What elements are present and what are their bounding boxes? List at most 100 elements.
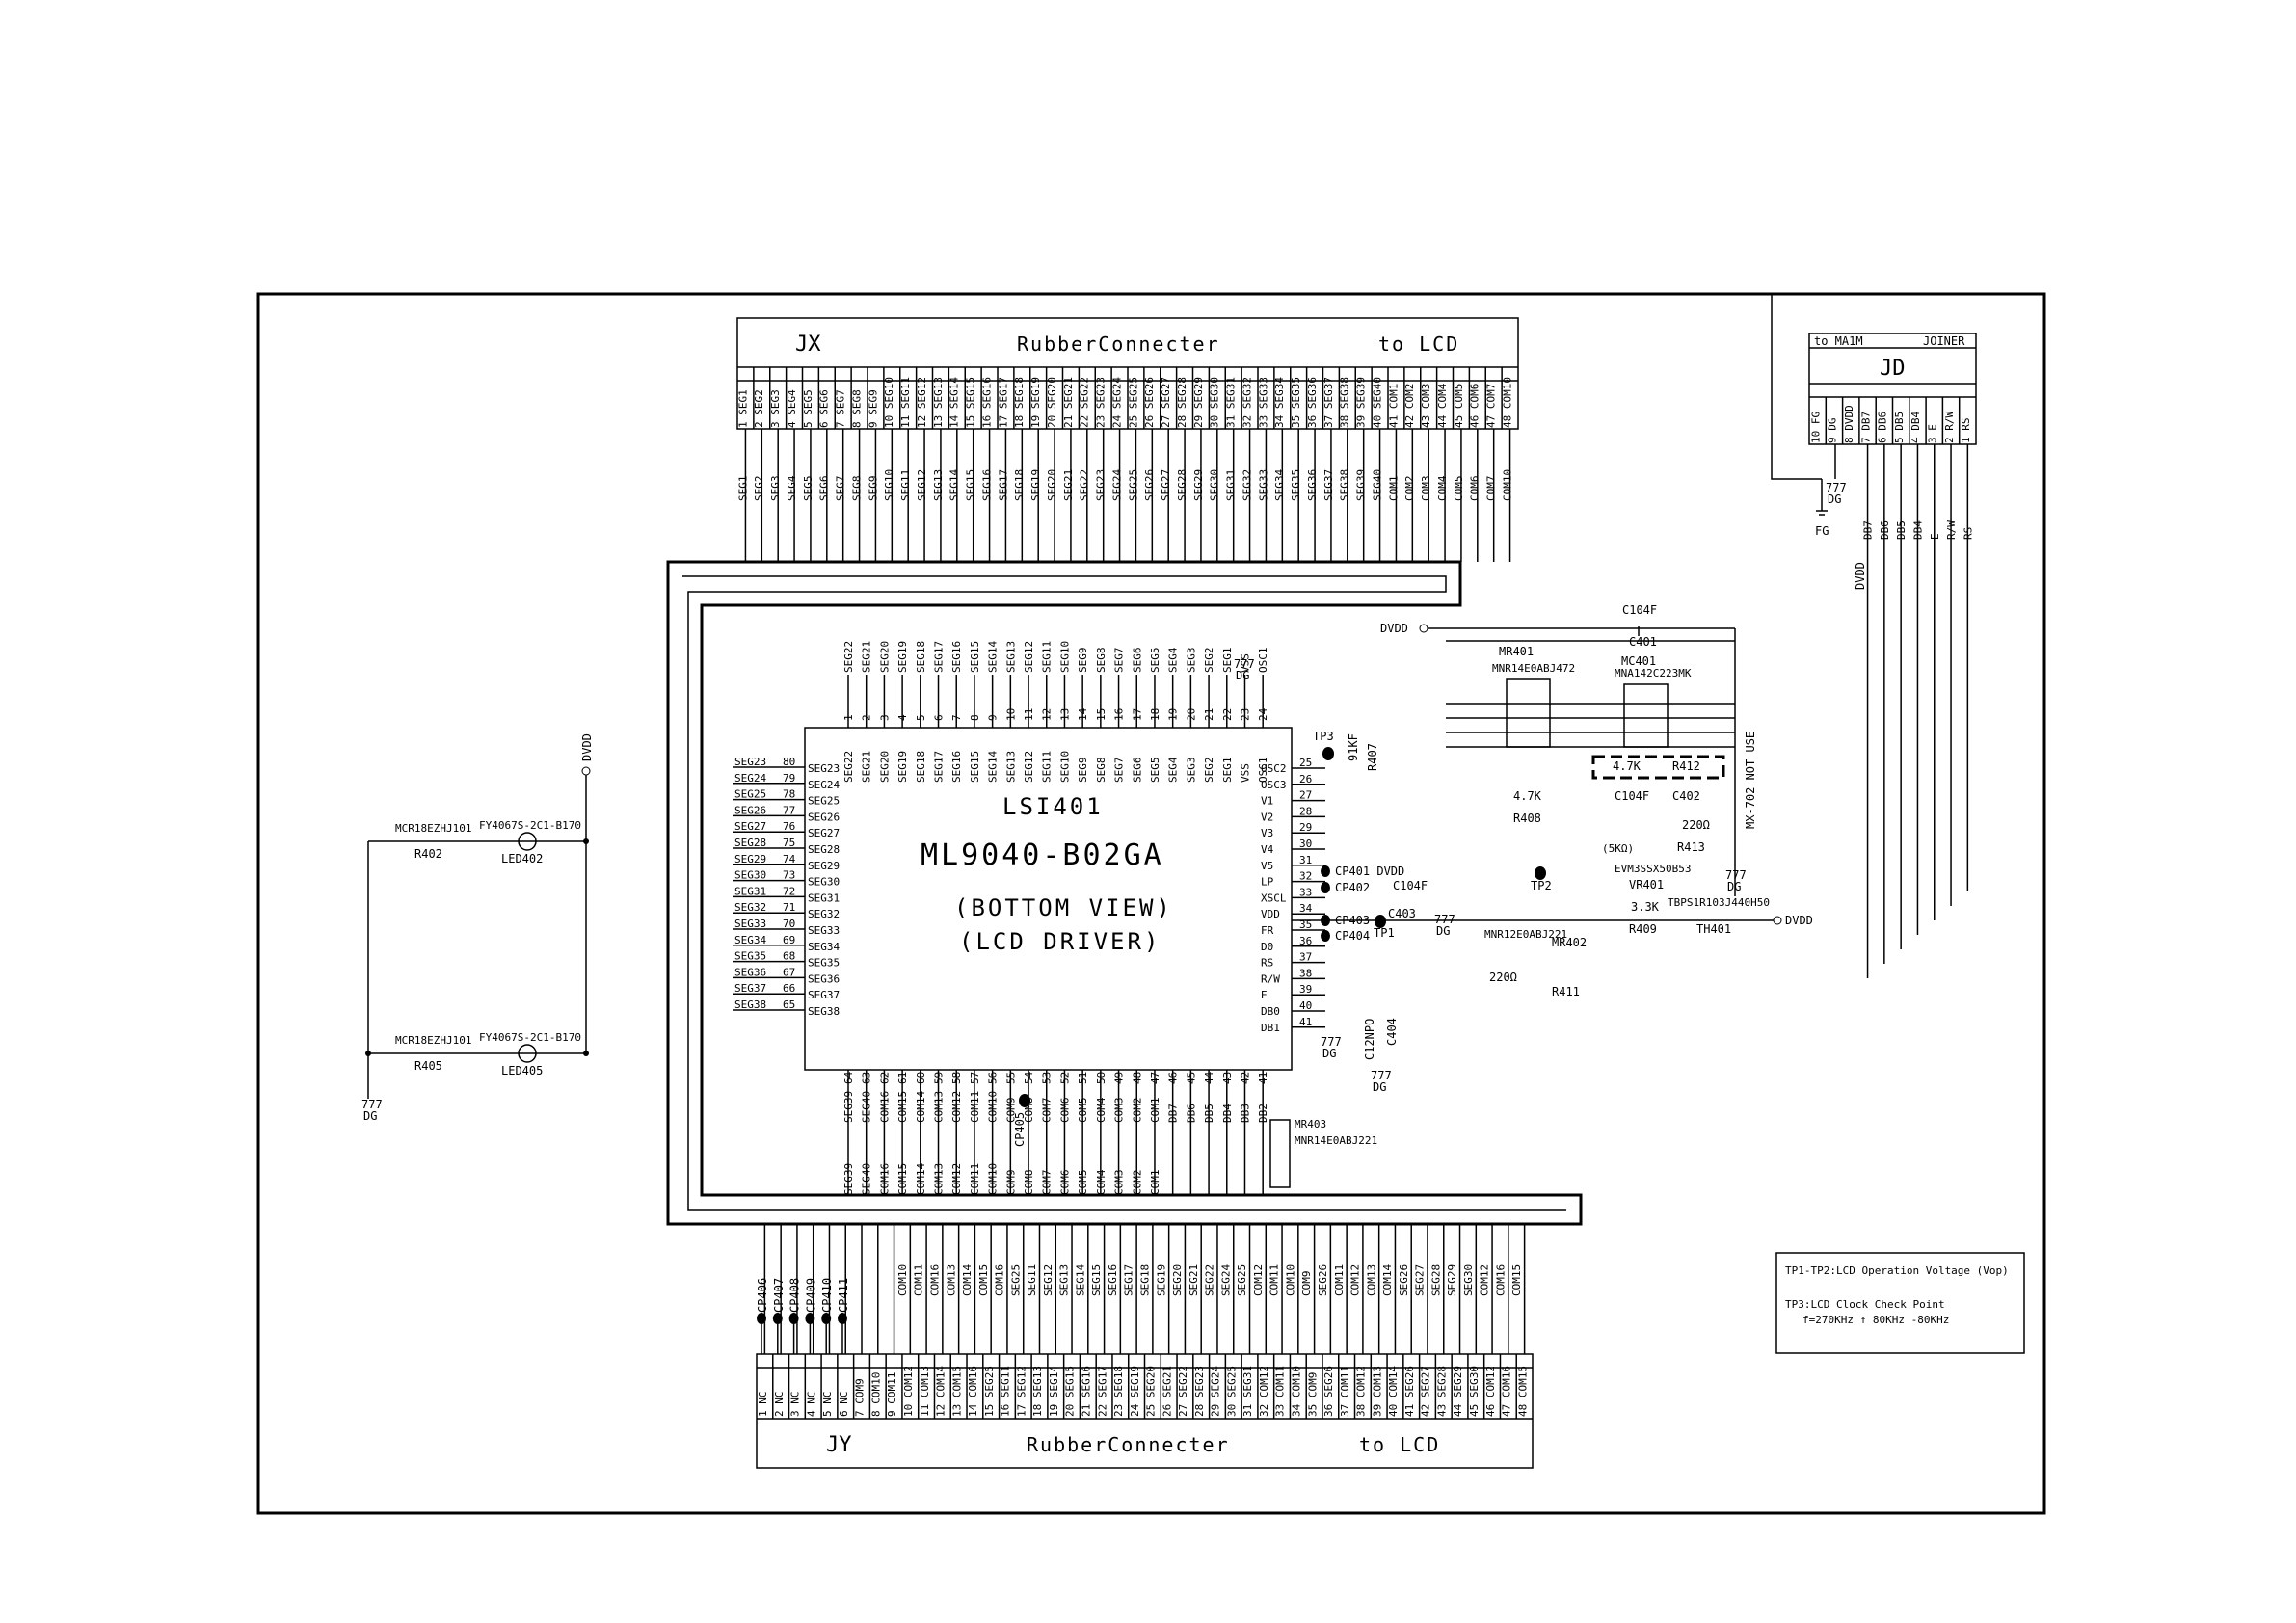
lsi-top-num-4: 4 xyxy=(896,714,909,721)
tp2-label: TP2 xyxy=(1531,879,1552,892)
cp-jy-marker-2 xyxy=(772,1313,783,1324)
jy-pin-19: 19 SEG14 xyxy=(1048,1366,1060,1417)
cp401-label: CP401 DVDD xyxy=(1335,865,1404,878)
jx-wire-label-32: SEG32 xyxy=(1241,469,1253,501)
lsi-bottom-pin-50: COM4 xyxy=(1095,1097,1108,1123)
lsi-top-num-20: 20 xyxy=(1185,708,1197,721)
lsi-top-net-16: SEG7 xyxy=(1113,648,1126,674)
jd-pin-1: 1 RS xyxy=(1960,418,1972,444)
jy-wire-label-38: COM16 xyxy=(1494,1264,1507,1296)
vr401-part: EVM3SSX50B53 xyxy=(1615,863,1691,875)
jx-wire-label-25: SEG25 xyxy=(1127,469,1139,501)
lsi-top-net-14: SEG9 xyxy=(1077,648,1089,674)
jd-to-ma1m: to MA1M xyxy=(1814,334,1863,348)
jx-wire-label-37: SEG37 xyxy=(1322,469,1335,501)
lsi-left-pin-74: SEG29 xyxy=(808,860,840,872)
jy-pin-23: 23 SEG18 xyxy=(1112,1366,1125,1417)
th401-part: TBPS1R103J440H50 xyxy=(1668,896,1770,909)
jx-pin-1: 1 SEG1 xyxy=(736,389,749,428)
jy-wire-label-3: COM16 xyxy=(928,1264,941,1296)
jx-wire-label-34: SEG34 xyxy=(1273,469,1286,501)
lsi-left-num-66: 66 xyxy=(783,982,795,995)
lsi-bottom-pin-60: COM14 xyxy=(915,1091,927,1123)
jy-wire-label-4: COM13 xyxy=(945,1264,957,1296)
lsi-right-num-40: 40 xyxy=(1299,999,1312,1012)
cp405-label: CP405 xyxy=(1013,1112,1027,1147)
jx-pin-45: 45 COM5 xyxy=(1453,384,1465,428)
jx-pin-23: 23 SEG23 xyxy=(1095,377,1108,428)
lsi-bottom-num-58: 58 xyxy=(950,1072,963,1084)
c401-part: C104F xyxy=(1622,603,1657,617)
lsi-bottom-pin-63: SEG40 xyxy=(861,1091,873,1123)
jy-pin-32: 32 COM12 xyxy=(1258,1366,1270,1417)
lsi-right-pin-39: E xyxy=(1261,989,1268,1001)
lsi-top-num-10: 10 xyxy=(1004,708,1017,721)
jy-wire-label-6: COM15 xyxy=(977,1264,990,1296)
lsi-right-pin-37: RS xyxy=(1261,957,1273,970)
lsi-top-num-13: 13 xyxy=(1058,708,1071,721)
lsi-right-pin-40: DB0 xyxy=(1261,1005,1280,1018)
jx-pin-25: 25 SEG25 xyxy=(1127,377,1139,428)
lsi-right-num-31: 31 xyxy=(1299,854,1312,866)
jy-pin-31: 31 SEG31 xyxy=(1241,1366,1254,1417)
lsi-bottom-pin-41: DB2 xyxy=(1257,1104,1269,1123)
lsi-top-pin-14: SEG9 xyxy=(1077,758,1089,784)
lsi-bottom-pin-46: DB7 xyxy=(1167,1104,1180,1123)
r407-part: 91KF xyxy=(1347,733,1360,761)
jy-wire-label-16: SEG18 xyxy=(1139,1264,1152,1296)
lsi-right-pin-34: VDD xyxy=(1261,908,1280,920)
jx-wire-label-46: COM6 xyxy=(1469,476,1482,502)
lsi-top-num-3: 3 xyxy=(878,714,891,721)
lsi-top-pin-16: SEG7 xyxy=(1113,758,1126,784)
jy-wire-label-21: SEG24 xyxy=(1219,1264,1232,1296)
r402-ref: R402 xyxy=(414,847,442,861)
lsi-top-pin-19: SEG4 xyxy=(1167,757,1180,783)
lsi-right-pin-27: V1 xyxy=(1261,795,1273,808)
jy-wire-label-39: COM15 xyxy=(1510,1264,1523,1296)
lsi-right-pin-32: LP xyxy=(1261,876,1274,889)
lsi-top-num-9: 9 xyxy=(987,714,1000,721)
lsi-left-num-75: 75 xyxy=(783,837,795,849)
cp404-marker xyxy=(1321,930,1330,942)
note-line2: TP3:LCD Clock Check Point xyxy=(1785,1298,1945,1311)
jx-wire-label-30: SEG30 xyxy=(1209,469,1221,501)
lsi-bottom-num-52: 52 xyxy=(1058,1072,1071,1084)
jy-pin-21: 21 SEG16 xyxy=(1080,1366,1092,1417)
lsi-top-net-9: SEG14 xyxy=(987,641,1000,673)
jx-wire-label-39: SEG39 xyxy=(1355,469,1368,501)
jd-dvdd-label: DVDD xyxy=(1854,562,1867,590)
r413-val: 220Ω xyxy=(1682,818,1710,832)
jx-wire-label-7: SEG7 xyxy=(835,476,847,502)
jx-pin-44: 44 COM4 xyxy=(1436,383,1449,428)
r411-ref: R411 xyxy=(1552,985,1580,998)
mr402-part: MNR12E0ABJ221 xyxy=(1484,928,1567,941)
jd-pin-10: 10 FG xyxy=(1809,412,1822,443)
lsi-top-num-1: 1 xyxy=(842,714,855,721)
jx-ref: JX xyxy=(795,333,821,357)
jy-pin-3: 3 NC xyxy=(789,1392,802,1418)
bias-circuit: C104F C401 DVDD MR401 MNR14E0ABJ472 MC40… xyxy=(1234,603,1813,1188)
lsi-bottom-net-53: COM7 xyxy=(1041,1170,1054,1196)
lsi-top-net-19: SEG4 xyxy=(1167,647,1180,673)
lsi-top-net-20: SEG3 xyxy=(1185,648,1197,674)
jx-pin-17: 17 SEG17 xyxy=(997,377,1009,428)
jx-wire-label-16: SEG16 xyxy=(980,469,993,501)
jx-pin-13: 13 SEG13 xyxy=(932,377,945,428)
lsi-bottom-num-44: 44 xyxy=(1203,1071,1215,1084)
th401-ref: TH401 xyxy=(1696,922,1731,936)
jx-pin-38: 38 SEG38 xyxy=(1339,377,1351,428)
jd-dg-gnd: 777 xyxy=(1826,481,1847,494)
lsi-left-pin-75: SEG28 xyxy=(808,843,840,856)
jx-wire-label-1: SEG1 xyxy=(736,476,749,502)
lsi-top-pin-21: SEG2 xyxy=(1203,758,1215,784)
jx-wire-label-8: SEG8 xyxy=(850,476,863,502)
lsi-bottom-num-64: 64 xyxy=(842,1071,855,1084)
mc401-part: MNA142C223MK xyxy=(1615,667,1692,679)
lsi-top-net-15: SEG8 xyxy=(1095,648,1108,674)
jx-pin-7: 7 SEG7 xyxy=(835,389,847,428)
jy-wire-label-12: SEG14 xyxy=(1074,1264,1086,1296)
jy-wire-label-24: COM11 xyxy=(1268,1264,1281,1296)
r402-part: MCR18EZHJ101 xyxy=(395,822,471,835)
